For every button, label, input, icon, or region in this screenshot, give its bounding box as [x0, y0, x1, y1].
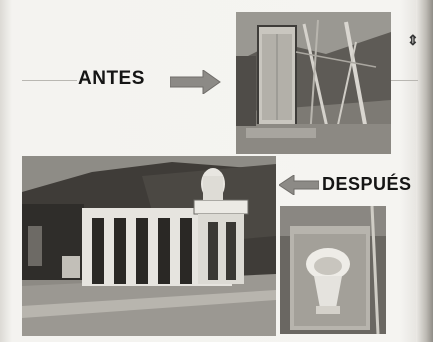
before-photo [236, 12, 391, 154]
rule-line-top-right [388, 80, 418, 81]
after-label: DESPUÉS [322, 174, 412, 194]
after-photo [22, 156, 276, 336]
before-label: ANTES [78, 68, 145, 89]
page-binding-shadow [416, 0, 433, 342]
arrow-left-icon [279, 175, 319, 195]
page-edge-mark: ⇕ [407, 32, 419, 48]
toilet-photo [280, 206, 386, 334]
rule-line-top [22, 80, 77, 81]
arrow-right-icon [170, 70, 221, 94]
